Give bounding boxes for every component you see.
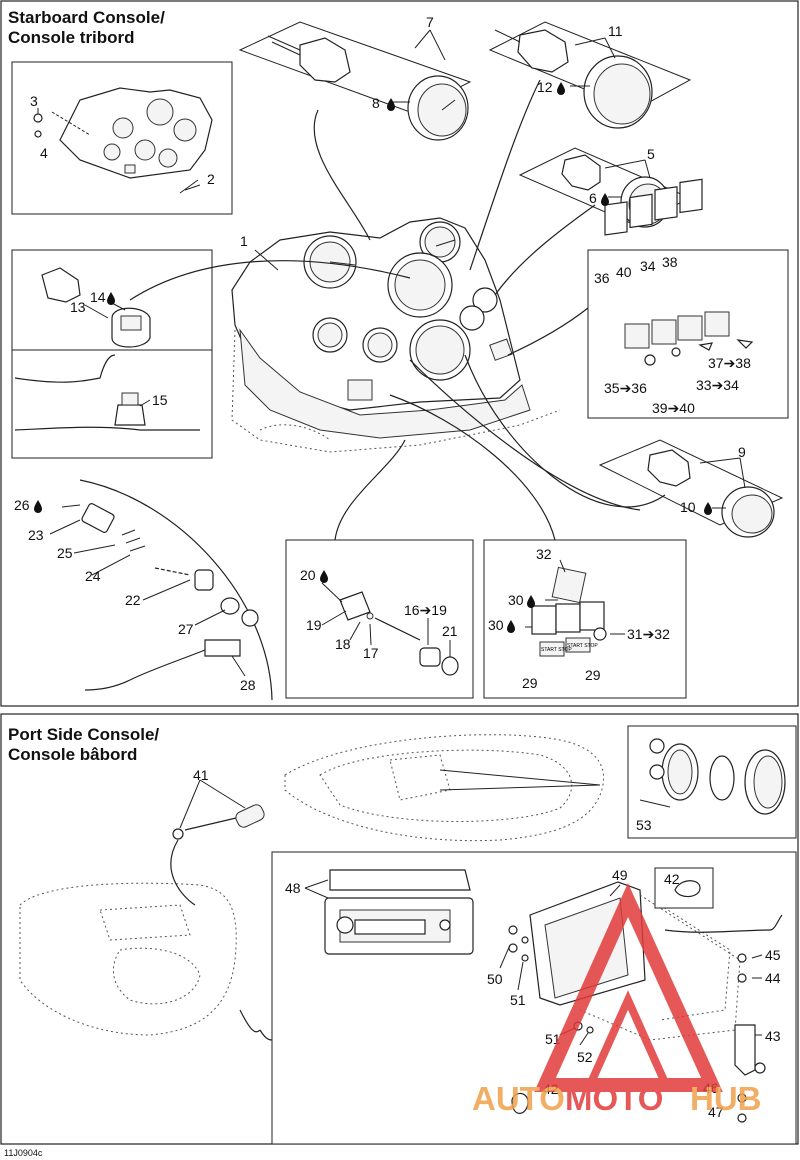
callout-36: 36 bbox=[594, 270, 610, 286]
panel-gauge-7-8 bbox=[238, 21, 472, 113]
callout-48: 48 bbox=[285, 880, 301, 896]
bracket-43-47 bbox=[734, 953, 766, 1123]
callout-19: 19 bbox=[306, 617, 322, 633]
callout-29b: 29 bbox=[585, 667, 601, 683]
callout-20: 20 bbox=[300, 567, 316, 583]
callout-50: 50 bbox=[487, 971, 503, 987]
callout-3: 3 bbox=[30, 93, 38, 109]
callout-29a: 29 bbox=[522, 675, 538, 691]
callout-26: 26 bbox=[14, 497, 30, 513]
watermark-part3: HUB bbox=[690, 1080, 762, 1117]
callout-49: 49 bbox=[612, 867, 628, 883]
callout-10: 10 bbox=[680, 499, 696, 515]
callout-18: 18 bbox=[335, 636, 351, 652]
callout-1: 1 bbox=[240, 233, 248, 249]
port-heading-line1: Port Side Console/ bbox=[8, 725, 159, 744]
automotohub-watermark: AUTO MOTO HUB bbox=[472, 882, 762, 1117]
callout-15: 15 bbox=[152, 392, 168, 408]
callout-43: 43 bbox=[765, 1028, 781, 1044]
detail-box-harness-connector bbox=[11, 349, 213, 459]
buzzer-plug-assembly bbox=[339, 591, 459, 676]
starboard-heading-line1: Starboard Console/ bbox=[8, 8, 165, 27]
callout-23: 23 bbox=[28, 527, 44, 543]
callout-9: 9 bbox=[738, 444, 746, 460]
switch-assembly bbox=[604, 178, 754, 366]
callout-47: 47 bbox=[708, 1104, 724, 1120]
callout-24: 24 bbox=[85, 568, 101, 584]
detail-box-buzzer-plug bbox=[285, 539, 474, 699]
antenna-wire bbox=[664, 914, 783, 933]
drop-icon-12 bbox=[557, 82, 565, 95]
lanyard-post-13-14 bbox=[41, 267, 151, 348]
lanyard-cord-assembly bbox=[81, 503, 259, 691]
cable-tie-42 bbox=[674, 880, 701, 898]
start-stop-label-2: START STOP bbox=[567, 643, 598, 649]
callout-13: 13 bbox=[70, 299, 86, 315]
port-heading-line2: Console bâbord bbox=[8, 745, 137, 764]
callout-6: 6 bbox=[589, 190, 597, 206]
callout-32: 32 bbox=[536, 546, 552, 562]
callout-4: 4 bbox=[40, 145, 48, 161]
callout-30a: 30 bbox=[508, 592, 524, 608]
document-code: 11J0904c bbox=[4, 1148, 43, 1158]
callout-37-38: 37➔38 bbox=[708, 355, 751, 371]
callout-38: 38 bbox=[662, 254, 678, 270]
starboard-heading-line2: Console tribord bbox=[8, 28, 135, 47]
gauge-8 bbox=[407, 75, 469, 141]
callout-21: 21 bbox=[442, 623, 458, 639]
harness-connector-15 bbox=[14, 354, 200, 431]
callout-labels: 1 2 3 4 5 6 7 8 9 10 11 12 13 14 15 16➔1… bbox=[14, 14, 781, 1120]
radio-head-unit-48 bbox=[324, 869, 474, 955]
callout-44: 44 bbox=[765, 970, 781, 986]
callout-53: 53 bbox=[636, 817, 652, 833]
console-cover-part bbox=[33, 87, 213, 191]
callout-12: 12 bbox=[537, 79, 553, 95]
callout-2: 2 bbox=[207, 171, 215, 187]
callout-11: 11 bbox=[608, 23, 623, 39]
watermark-part2: MOTO bbox=[565, 1080, 663, 1117]
gauge-bracket-5 bbox=[561, 154, 601, 191]
callout-42a: 42 bbox=[664, 871, 680, 887]
callout-39-40: 39➔40 bbox=[652, 400, 695, 416]
callout-34: 34 bbox=[640, 258, 656, 274]
boat-hull-outline bbox=[284, 734, 605, 842]
callout-7: 7 bbox=[426, 14, 434, 30]
port-console-outline bbox=[19, 882, 237, 1036]
gauge-12 bbox=[583, 55, 653, 129]
callout-30b: 30 bbox=[488, 617, 504, 633]
callout-16-19: 16➔19 bbox=[404, 602, 447, 618]
gauge-bracket-9 bbox=[647, 449, 691, 487]
cable-tie-42b bbox=[511, 1092, 529, 1114]
callout-17: 17 bbox=[363, 645, 379, 661]
callout-35-36: 35➔36 bbox=[604, 380, 647, 396]
callout-31-32: 31➔32 bbox=[627, 626, 670, 642]
callout-33-34: 33➔34 bbox=[696, 377, 739, 393]
callout-40: 40 bbox=[616, 264, 632, 280]
callout-28: 28 bbox=[240, 677, 256, 693]
gauge-10 bbox=[721, 486, 775, 538]
gauge-bracket-7 bbox=[267, 35, 351, 83]
callout-52: 52 bbox=[577, 1049, 593, 1065]
watermark-part1: AUTO bbox=[472, 1080, 565, 1117]
callout-22: 22 bbox=[125, 592, 141, 608]
callout-25: 25 bbox=[57, 545, 73, 561]
callout-8: 8 bbox=[372, 95, 380, 111]
starboard-section-frame bbox=[0, 0, 799, 707]
start-stop-label-1: START STOP bbox=[541, 647, 572, 653]
callout-27: 27 bbox=[178, 621, 194, 637]
starboard-console-body bbox=[231, 217, 561, 453]
speaker-assembly bbox=[639, 738, 786, 815]
gauge-bracket-11 bbox=[494, 29, 569, 73]
speaker-cable-41 bbox=[170, 804, 265, 906]
callout-14: 14 bbox=[90, 289, 106, 305]
callout-41: 41 bbox=[193, 767, 209, 783]
drop-icon-26 bbox=[34, 500, 42, 513]
callout-45: 45 bbox=[765, 947, 781, 963]
callout-51a: 51 bbox=[510, 992, 526, 1008]
start-stop-switches: START STOP START STOP bbox=[531, 566, 607, 657]
callout-5: 5 bbox=[647, 146, 655, 162]
